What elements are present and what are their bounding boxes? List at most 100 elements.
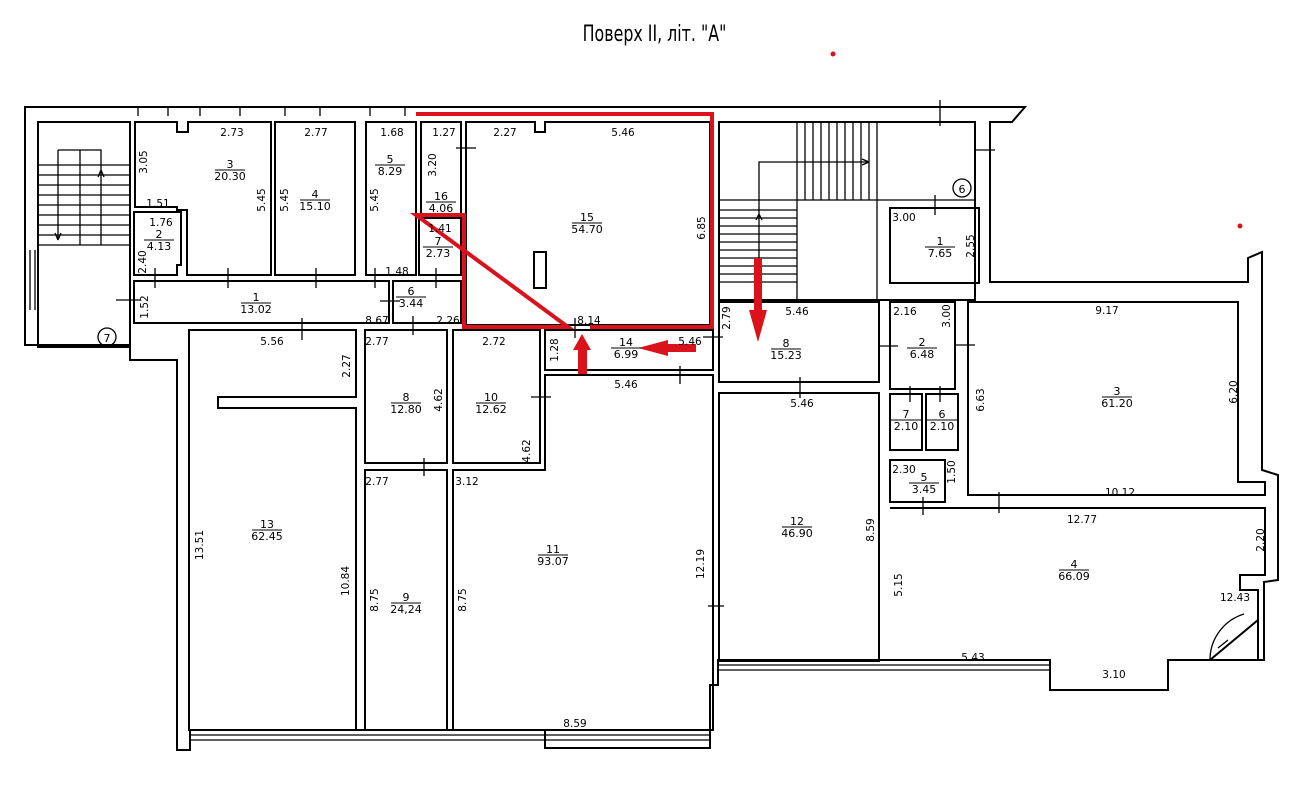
highlight bbox=[409, 51, 1243, 374]
room-area: 3.44 bbox=[399, 297, 424, 310]
room-area: 61.20 bbox=[1101, 397, 1133, 410]
dimension-label: 2.77 bbox=[365, 336, 388, 348]
dimension-label: 12.19 bbox=[695, 549, 707, 579]
room-area: 3.45 bbox=[912, 483, 937, 496]
room-area: 8.29 bbox=[378, 165, 403, 178]
room-number: 8 bbox=[403, 391, 410, 404]
room-area: 2.73 bbox=[426, 247, 451, 260]
red-dot-mark bbox=[830, 51, 836, 57]
dimension-label: 5.46 bbox=[611, 127, 635, 139]
room-area: 7.65 bbox=[928, 247, 953, 260]
room-label: 53.45 bbox=[909, 471, 939, 496]
floor-plan-title: Поверх II, літ. "А" bbox=[582, 22, 727, 47]
dimension-label: 2.27 bbox=[341, 354, 353, 377]
room-number: 7 bbox=[903, 408, 910, 421]
room-number: 5 bbox=[387, 153, 394, 166]
dimension-label: 2.77 bbox=[365, 476, 388, 488]
room-area: 13.02 bbox=[240, 303, 272, 316]
room-number: 13 bbox=[260, 518, 274, 531]
room-label: 72.73 bbox=[423, 235, 453, 260]
room-label: 146.99 bbox=[611, 336, 641, 361]
dimension-label: 2.16 bbox=[893, 306, 917, 318]
room-number: 16 bbox=[434, 190, 448, 203]
room-label: 924,24 bbox=[390, 591, 422, 616]
dimension-label: 2.40 bbox=[137, 250, 149, 273]
dimension-label: 5.45 bbox=[256, 188, 268, 211]
red-dot-mark bbox=[1237, 223, 1243, 229]
arrow-down-icon bbox=[749, 258, 767, 342]
dimension-label: 2.30 bbox=[892, 464, 915, 476]
dimension-label: 6.85 bbox=[696, 216, 708, 239]
dimension-label: 2.27 bbox=[493, 127, 516, 139]
room-area: 12.62 bbox=[475, 403, 507, 416]
room-number: 7 bbox=[435, 235, 442, 248]
dimension-label: 5.46 bbox=[678, 336, 702, 348]
room-number: 2 bbox=[919, 336, 926, 349]
dimension-label: 5.46 bbox=[785, 306, 809, 318]
dimension-label: 5.56 bbox=[260, 336, 284, 348]
dimension-label: 1.41 bbox=[428, 223, 451, 235]
dimension-label: 3.05 bbox=[138, 150, 150, 173]
dimension-label: 5.45 bbox=[369, 188, 381, 211]
dimension-label: 2.26 bbox=[436, 315, 460, 327]
dimension-label: 4.62 bbox=[433, 388, 445, 411]
room-area: 12.80 bbox=[390, 403, 422, 416]
dimension-label: 2.77 bbox=[304, 127, 327, 139]
dimension-label: 5.15 bbox=[893, 573, 905, 596]
dimension-label: 8.75 bbox=[369, 588, 381, 611]
room-label: 815.23 bbox=[770, 337, 802, 362]
room-number: 2 bbox=[156, 228, 163, 241]
room-number: 11 bbox=[546, 543, 560, 556]
dimension-label: 8.59 bbox=[865, 518, 877, 541]
dimension-label: 8.67 bbox=[365, 315, 388, 327]
dimension-label: 5.45 bbox=[279, 188, 291, 211]
room-number: 6 bbox=[408, 285, 415, 298]
room-number: 14 bbox=[619, 336, 633, 349]
dimension-label: 2.20 bbox=[1255, 528, 1267, 551]
dimension-label: 1.52 bbox=[139, 295, 151, 318]
dimension-label: 5.46 bbox=[790, 398, 814, 410]
room-label: 58.29 bbox=[375, 153, 405, 178]
room-area: 24,24 bbox=[390, 603, 422, 616]
stair-markers: 7 6 bbox=[97, 178, 972, 347]
room-area: 2.10 bbox=[894, 420, 919, 433]
dimension-label: 1.50 bbox=[946, 460, 958, 483]
dimension-label: 1.51 bbox=[146, 198, 169, 210]
room-area: 20.30 bbox=[214, 170, 246, 183]
room-label: 466.09 bbox=[1058, 558, 1090, 583]
dimension-label: 13.51 bbox=[194, 530, 206, 560]
room-label: 320.30 bbox=[214, 158, 246, 183]
room-number: 10 bbox=[484, 391, 498, 404]
room-number: 4 bbox=[1071, 558, 1078, 571]
room-area: 4.13 bbox=[147, 240, 172, 253]
stair-marker-6: 6 bbox=[959, 183, 966, 196]
room-label: 113.02 bbox=[240, 291, 272, 316]
arrow-up-icon bbox=[573, 334, 591, 374]
room-label: 17.65 bbox=[925, 235, 955, 260]
dimension-label: 12.77 bbox=[1067, 514, 1097, 526]
dimension-label: 8.59 bbox=[563, 718, 586, 730]
stair-marker-circle bbox=[952, 178, 972, 198]
dimension-label: 1.27 bbox=[432, 127, 455, 139]
dimension-label: 1.68 bbox=[380, 127, 403, 139]
dimension-label: 3.20 bbox=[427, 153, 439, 176]
dimension-label: 4.62 bbox=[521, 439, 533, 462]
room-number: 6 bbox=[939, 408, 946, 421]
dimension-label: 1.28 bbox=[549, 338, 561, 361]
dimension-label: 8.75 bbox=[457, 588, 469, 611]
room-area: 15.10 bbox=[299, 200, 331, 213]
room-number: 3 bbox=[1114, 385, 1121, 398]
dimension-label: 10.12 bbox=[1105, 487, 1135, 499]
room-area: 54.70 bbox=[571, 223, 603, 236]
stair-marker-circle bbox=[97, 327, 117, 347]
room-label: 415.10 bbox=[299, 188, 331, 213]
dimension-label: 6.20 bbox=[1228, 380, 1240, 403]
room-number: 5 bbox=[921, 471, 928, 484]
highlighted-area-outline bbox=[409, 112, 714, 329]
